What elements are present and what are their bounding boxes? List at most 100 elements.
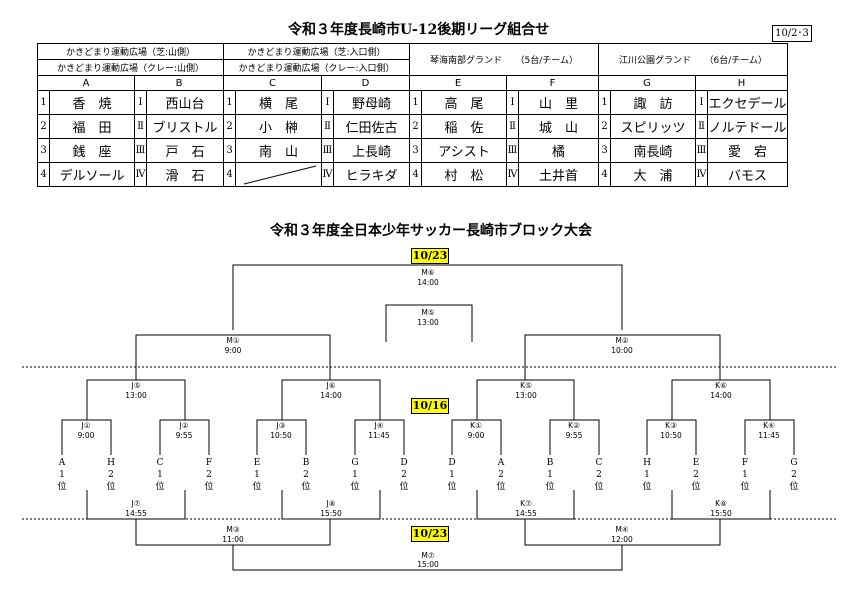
match-time: 11:45 bbox=[758, 431, 780, 440]
league-row: 3 銭 座 Ⅲ 戸 石 3 南 山 Ⅲ 上長崎 3 アシスト Ⅲ 橘 3 南長崎… bbox=[37, 138, 788, 163]
match-time: 9:00 bbox=[468, 431, 485, 440]
seed-label: 位 bbox=[447, 480, 456, 492]
match-time: 14:55 bbox=[515, 509, 537, 518]
seed-label: 2 bbox=[303, 470, 309, 480]
seed-label: 1 bbox=[644, 470, 650, 480]
seed-label: C bbox=[596, 458, 603, 468]
seed-label: 位 bbox=[57, 480, 66, 492]
team-name: 香 焼 bbox=[49, 90, 135, 115]
team-name: ヒラキダ bbox=[333, 162, 410, 187]
seed-label: H bbox=[107, 458, 115, 468]
venue-gh: 江川公園グランド （6台/チーム） bbox=[598, 43, 788, 76]
match-time: 14:00 bbox=[320, 391, 342, 400]
seed-labels: A1位H2位C1位F2位E1位B2位G1位D2位D1位A2位B1位C2位H1位E… bbox=[57, 458, 798, 492]
seed-label: G bbox=[790, 458, 797, 468]
match-code: M⑥ bbox=[421, 268, 434, 277]
match-time: 15:00 bbox=[417, 560, 439, 569]
match-code: M⑦ bbox=[421, 551, 434, 560]
team-name: バモス bbox=[707, 162, 788, 187]
match-time: 10:50 bbox=[270, 431, 292, 440]
match-code: K⑤ bbox=[520, 381, 532, 390]
match-time: 10:50 bbox=[660, 431, 682, 440]
match-code: K⑧ bbox=[715, 499, 727, 508]
empty-slot bbox=[235, 162, 322, 187]
match-code: J① bbox=[81, 421, 91, 430]
team-name: 土井首 bbox=[518, 162, 599, 187]
league-row: 4 デルソール Ⅳ 滑 石 4 Ⅳ ヒラキダ 4 村 松 Ⅳ 土井首 4 大 浦… bbox=[37, 162, 788, 187]
match-time: 11:45 bbox=[368, 431, 390, 440]
match-code: M③ bbox=[226, 525, 239, 534]
team-name: 仁田佐古 bbox=[333, 114, 410, 139]
seed-label: 位 bbox=[789, 480, 798, 492]
seed-label: 2 bbox=[693, 470, 699, 480]
seed-label: 1 bbox=[59, 470, 65, 480]
match-time: 14:00 bbox=[417, 278, 439, 287]
match-time: 13:00 bbox=[125, 391, 147, 400]
match-time: 9:00 bbox=[78, 431, 95, 440]
seed-label: 1 bbox=[352, 470, 358, 480]
seed-label: 位 bbox=[301, 480, 310, 492]
seed-label: D bbox=[400, 458, 407, 468]
seed-label: A bbox=[58, 458, 66, 468]
match-code: M① bbox=[226, 336, 239, 345]
match-time: 14:00 bbox=[710, 391, 732, 400]
seed-label: 1 bbox=[157, 470, 163, 480]
match-code: K③ bbox=[665, 421, 677, 430]
match-code: J② bbox=[179, 421, 189, 430]
seed-label: 1 bbox=[449, 470, 455, 480]
team-name: デルソール bbox=[49, 162, 135, 187]
team-name: 諏 訪 bbox=[610, 90, 696, 115]
match-time: 10:00 bbox=[611, 346, 633, 355]
seed-label: 2 bbox=[206, 470, 212, 480]
match-code: K⑥ bbox=[715, 381, 727, 390]
seed-label: F bbox=[206, 458, 212, 468]
team-name: 西山台 bbox=[146, 90, 224, 115]
match-labels: M⑥ 14:00 M⑤ 13:00 M① 9:00 M② 10:00 J⑤ 13… bbox=[78, 268, 780, 569]
league-row: 2 福 田 Ⅱ ブリストル 2 小 榊 Ⅱ 仁田佐古 2 稲 佐 Ⅱ 城 山 2… bbox=[37, 114, 788, 139]
seed-label: D bbox=[448, 458, 455, 468]
seed-label: H bbox=[643, 458, 651, 468]
seed-label: 位 bbox=[252, 480, 261, 492]
seed-label: 1 bbox=[547, 470, 553, 480]
seed-label: 位 bbox=[545, 480, 554, 492]
match-time: 15:50 bbox=[320, 509, 342, 518]
match-time: 9:55 bbox=[566, 431, 583, 440]
team-name: 横 尾 bbox=[235, 90, 322, 115]
seed-label: 位 bbox=[399, 480, 408, 492]
seed-label: A bbox=[497, 458, 505, 468]
seed-label: C bbox=[157, 458, 164, 468]
team-name: 野母崎 bbox=[333, 90, 410, 115]
seed-label: 位 bbox=[740, 480, 749, 492]
seed-label: 位 bbox=[204, 480, 213, 492]
bracket-title: 令和３年度全日本少年サッカー長崎市ブロック大会 bbox=[270, 223, 592, 239]
bracket-lines bbox=[22, 264, 837, 571]
league-row: 1 香 焼 Ⅰ 西山台 1 横 尾 Ⅰ 野母崎 1 高 尾 Ⅰ 山 里 1 諏 … bbox=[37, 90, 788, 115]
match-code: M④ bbox=[615, 525, 628, 534]
seed-label: 位 bbox=[350, 480, 359, 492]
team-name: 橘 bbox=[518, 138, 599, 163]
match-code: J⑤ bbox=[131, 381, 141, 390]
match-code: J⑥ bbox=[326, 381, 336, 390]
page-title: 令和３年度長崎市U-12後期リーグ組合せ bbox=[288, 22, 550, 38]
date-highlight-mid: 10/16 bbox=[411, 398, 449, 414]
date-box: 10/2･3 bbox=[772, 25, 812, 42]
match-code: J③ bbox=[276, 421, 286, 430]
match-code: K④ bbox=[763, 421, 775, 430]
seed-label: 2 bbox=[401, 470, 407, 480]
match-code: M② bbox=[615, 336, 628, 345]
match-code: K⑦ bbox=[520, 499, 532, 508]
seed-label: 位 bbox=[642, 480, 651, 492]
team-name: 小 榊 bbox=[235, 114, 322, 139]
match-time: 13:00 bbox=[515, 391, 537, 400]
match-time: 9:55 bbox=[176, 431, 193, 440]
seed-label: F bbox=[742, 458, 748, 468]
seed-label: 位 bbox=[594, 480, 603, 492]
seed-label: B bbox=[303, 458, 310, 468]
match-code: J④ bbox=[374, 421, 384, 430]
match-time: 15:50 bbox=[710, 509, 732, 518]
empty-slot-diagonal bbox=[243, 165, 317, 185]
match-time: 12:00 bbox=[611, 535, 633, 544]
seed-label: B bbox=[547, 458, 554, 468]
seed-label: 2 bbox=[498, 470, 504, 480]
